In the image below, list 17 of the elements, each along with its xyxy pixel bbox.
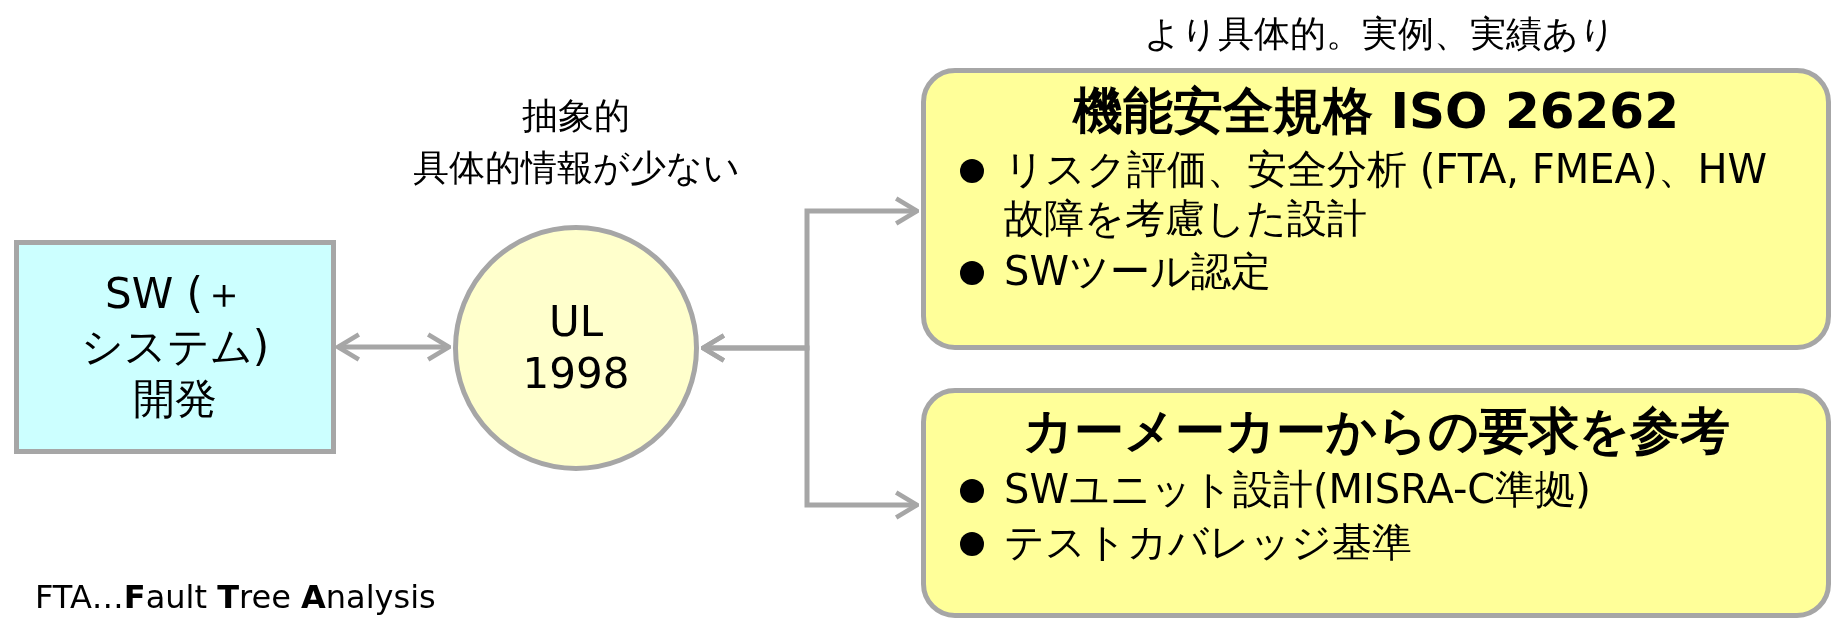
arrow <box>335 332 452 362</box>
node-label: SW (＋システム) 開発 <box>79 268 271 426</box>
requirement-box <box>921 388 1831 618</box>
arrow <box>700 333 920 520</box>
box-heading: カーメーカーからの要求を参考 <box>1021 401 1731 461</box>
box-heading: 機能安全規格 ISO 26262 <box>1071 81 1680 141</box>
annotation-text: より具体的。実例、実績あり <box>1143 12 1617 56</box>
bullet-item: SWユニット設計(MISRA-C準拠) <box>1004 465 1592 514</box>
bullet-item: SWツール認定 <box>1004 246 1272 296</box>
process-box <box>14 240 336 454</box>
node-label: UL 1998 <box>521 295 631 400</box>
annotation-text: 抽象的 <box>521 94 631 138</box>
footnote: FTA…Fault Tree Analysis <box>35 578 436 616</box>
bullet-item: テストカバレッジ基準 <box>1004 517 1413 567</box>
standard-box <box>921 68 1831 350</box>
annotation-text: 具体的情報が少ない <box>411 146 741 190</box>
bullet-item: リスク評価、安全分析 (FTA, FMEA)、HW故障を考慮した設計 <box>1004 145 1769 243</box>
